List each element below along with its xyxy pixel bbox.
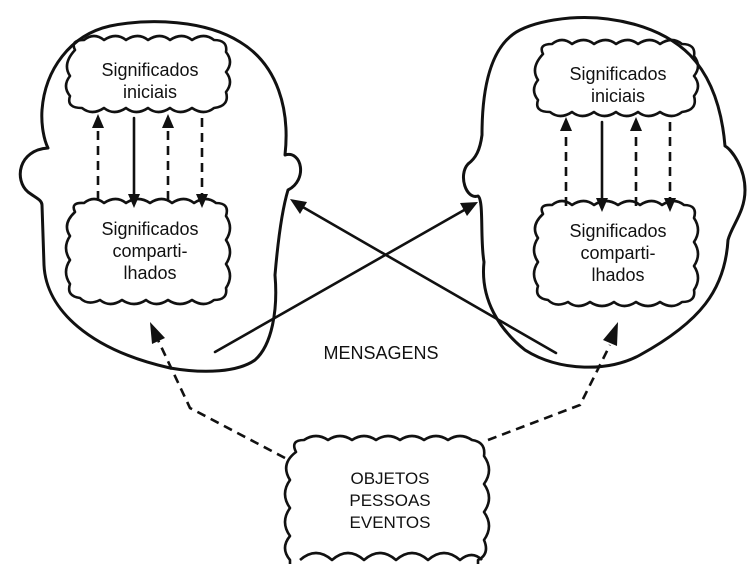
right-arrowhead-2 [596,198,608,212]
right-head [462,16,747,369]
left-top-cloud [64,34,232,114]
left-bottom-line-1: Significados [101,219,199,239]
left-arrowhead-2 [128,194,140,208]
source-line-3: EVENTOS [349,513,431,532]
right-top-line-2: iniciais [590,86,646,106]
source-cloud [283,434,491,564]
message-arrowhead-right [460,202,478,216]
left-arrowhead-3 [162,114,174,128]
source-arrowhead-left [150,322,165,344]
right-bottom-cloud [532,199,700,308]
left-bottom-cloud [64,197,232,306]
left-top-line-2: iniciais [122,82,178,102]
left-arrowhead-4 [196,194,208,208]
left-top-box-label: Significados iniciais [75,59,225,103]
right-top-box-label: Significados iniciais [543,63,693,107]
left-head [18,20,303,373]
message-arrow-left-to-right [213,207,468,354]
right-arrowhead-1 [560,117,572,131]
right-arrowhead-3 [630,117,642,131]
source-cloud-scallops [299,551,483,562]
right-arrowhead-4 [664,198,676,212]
messages-label: MENSAGENS [323,343,439,363]
right-head-outline [462,16,747,369]
right-top-line-1: Significados [569,64,667,84]
right-bottom-box-label: Significados comparti- lhados [543,220,693,286]
source-arrow-to-right-head [487,344,612,442]
message-arrow-right-to-left [299,204,558,355]
message-arrowhead-left [290,199,307,214]
left-bottom-box-label: Significados comparti- lhados [75,218,225,284]
source-line-2: PESSOAS [349,491,431,510]
right-bottom-line-3: lhados [591,265,645,285]
right-bottom-line-2: comparti- [580,243,656,263]
left-top-line-1: Significados [101,60,199,80]
source-line-1: OBJETOS [350,469,430,488]
right-bottom-line-1: Significados [569,221,667,241]
source-arrowhead-right [603,322,618,346]
left-bottom-line-3: lhados [123,263,177,283]
left-arrowhead-1 [92,114,104,128]
left-bottom-line-2: comparti- [112,241,188,261]
right-top-cloud [532,38,700,118]
left-head-outline [18,20,303,373]
source-box-label: OBJETOS PESSOAS EVENTOS [310,468,470,534]
source-arrow-to-left-head [156,339,286,460]
